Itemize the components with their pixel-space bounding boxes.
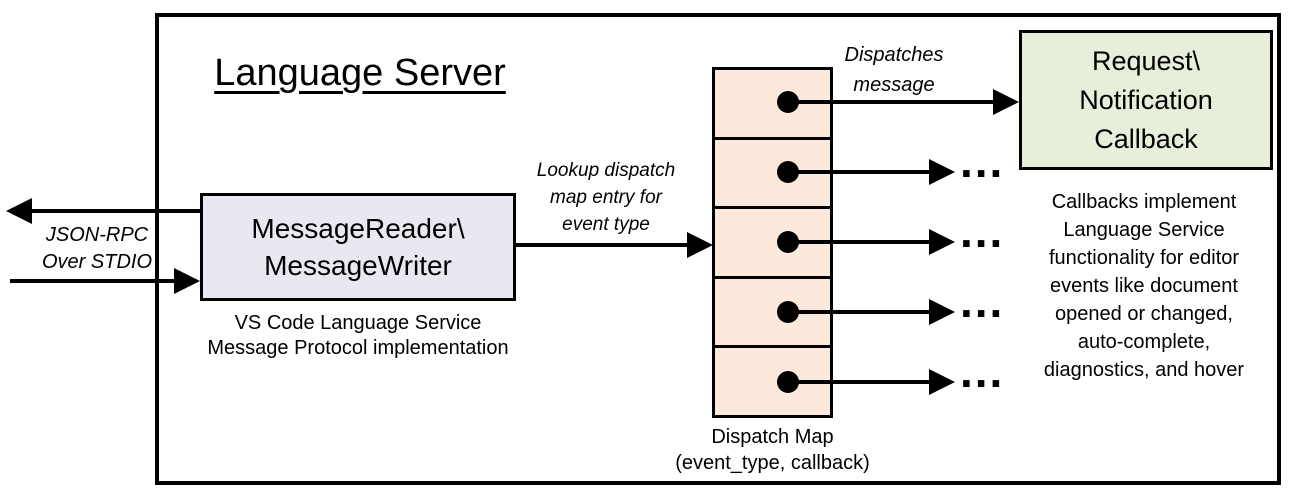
dispatch-map-cell	[715, 70, 830, 140]
dispatch-map-cell	[715, 140, 830, 210]
ellipsis-row-5: ...	[960, 345, 1005, 397]
message-box-label: MessageReader\ MessageWriter	[251, 213, 465, 281]
diagram-title: Language Server	[214, 52, 506, 94]
dispatch-map-cell	[715, 348, 830, 415]
ellipsis-row-2: ...	[960, 135, 1005, 187]
lookup-dispatch-label: Lookup dispatch map entry for event type	[536, 160, 676, 235]
ellipsis-row-3: ...	[960, 205, 1005, 257]
dispatch-map-cell	[715, 209, 830, 279]
dispatch-map-cell	[715, 279, 830, 349]
dispatch-map-caption: Dispatch Map (event_type, callback)	[675, 426, 870, 474]
callback-box-label: Request\ Notification Callback	[1079, 45, 1213, 154]
message-box-caption: VS Code Language Service Message Protoco…	[207, 312, 509, 359]
dispatches-message-label: Dispatches message	[844, 44, 944, 96]
dispatch-map	[712, 67, 833, 418]
callbacks-note: Callbacks implement Language Service fun…	[1043, 191, 1245, 381]
json-rpc-stdio-label: JSON-RPC Over STDIO	[41, 224, 152, 273]
message-readerwriter-box: MessageReader\ MessageWriter	[200, 193, 516, 301]
ellipsis-row-4: ...	[960, 275, 1005, 327]
request-notification-callback-box: Request\ Notification Callback	[1019, 30, 1273, 170]
